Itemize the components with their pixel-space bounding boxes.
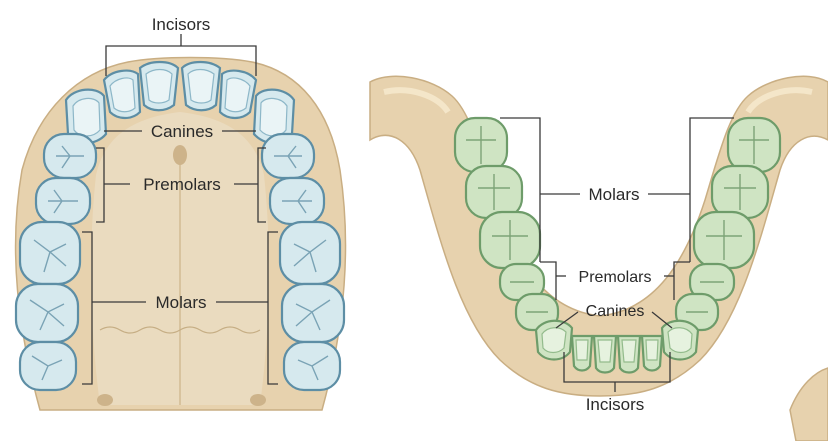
lower-canines-label: Canines xyxy=(586,303,645,320)
molars-bracket-left-lower xyxy=(500,117,541,262)
incisive-fossa xyxy=(173,145,187,165)
molars-bracket-right xyxy=(267,231,278,385)
premolars-bracket-right xyxy=(257,147,266,223)
upper-arch: Incisors Canines Premolars Molars xyxy=(14,15,347,411)
premolars-bracket-right-lower xyxy=(673,261,690,300)
lower-molars-label: Molars xyxy=(588,185,639,204)
lower-molars-right xyxy=(692,116,782,270)
upper-premolars-label: Premolars xyxy=(143,175,220,194)
palatine-foramen-left xyxy=(97,394,113,406)
lower-incisors-label: Incisors xyxy=(586,395,645,414)
lower-molars-left xyxy=(453,116,542,270)
molars-bracket-left xyxy=(82,231,93,385)
canines-leader-left-lower xyxy=(555,311,579,329)
lower-incisors xyxy=(570,334,664,374)
upper-canines-label: Canines xyxy=(151,122,213,141)
upper-incisors-label: Incisors xyxy=(152,15,211,34)
premolars-bracket-left xyxy=(96,147,105,223)
mandible-ridge-right xyxy=(745,87,813,114)
canines-leader-right-lower xyxy=(651,311,673,329)
premolars-bracket-left-lower xyxy=(540,261,557,300)
adjacent-bone-fragment xyxy=(789,367,828,441)
lower-arch: Molars Premolars Canines Incisors xyxy=(369,75,828,441)
upper-incisors xyxy=(102,60,258,120)
lower-premolars-label: Premolars xyxy=(579,269,652,286)
incisors-bracket-lower xyxy=(563,352,671,383)
upper-premolars xyxy=(34,132,326,226)
molars-bracket-right-lower xyxy=(689,117,734,262)
mandible-ridge xyxy=(383,87,451,114)
transverse-palatine-suture xyxy=(99,326,261,334)
palatine-foramen-right xyxy=(250,394,266,406)
upper-molars xyxy=(14,220,346,392)
upper-molars-label: Molars xyxy=(155,293,206,312)
